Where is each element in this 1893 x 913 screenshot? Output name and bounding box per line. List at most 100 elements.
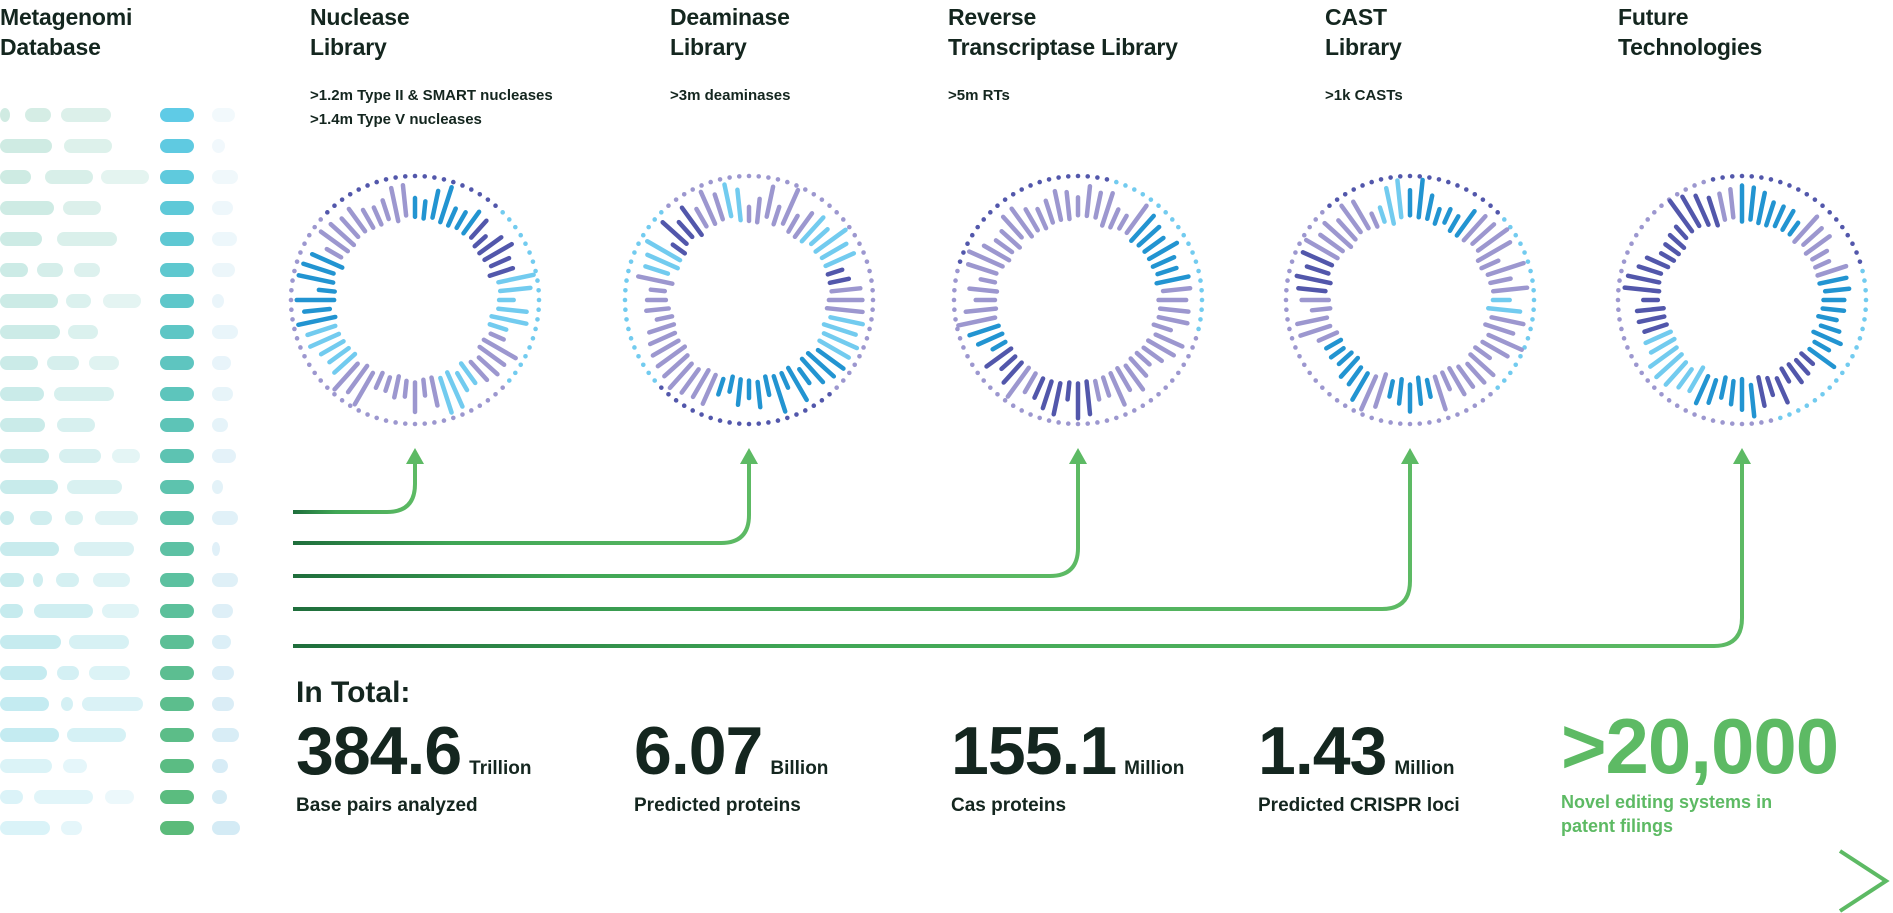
ring-dot xyxy=(1114,415,1119,421)
ring-dot xyxy=(1176,224,1181,230)
ring-dot xyxy=(1293,345,1298,350)
ring-tick xyxy=(815,347,846,371)
subtitle-line: >5m RTs xyxy=(948,87,1010,104)
ring-dot xyxy=(1297,241,1302,247)
ring-dot xyxy=(306,362,312,368)
ring-tick xyxy=(1813,258,1832,270)
ring-dot xyxy=(1472,403,1478,409)
ring-tick xyxy=(1395,178,1404,220)
sequence-segment xyxy=(74,263,100,277)
ring-dot xyxy=(1513,362,1519,368)
ring-tick xyxy=(1807,346,1837,370)
library-circle xyxy=(1283,173,1537,427)
sequence-segment xyxy=(65,511,83,525)
ring-dot xyxy=(318,217,324,222)
ring-dot xyxy=(640,232,646,238)
ring-dot xyxy=(485,398,491,403)
ring-dot xyxy=(536,307,541,313)
stat-label: Cas proteins xyxy=(951,795,1067,816)
ring-dot xyxy=(681,191,687,197)
ring-dot xyxy=(1131,187,1137,192)
ring-dot xyxy=(955,326,960,332)
stat-unit: Million xyxy=(1124,758,1185,779)
ring-dot xyxy=(374,415,379,421)
sequence-segment xyxy=(69,635,129,649)
ring-dot xyxy=(1501,217,1507,222)
ring-dot xyxy=(1768,418,1774,423)
sequence-segment xyxy=(95,511,138,525)
sequence-segment xyxy=(67,480,122,494)
sequence-segment-highlight xyxy=(160,480,194,494)
ring-dot xyxy=(1863,287,1868,293)
ring-dot xyxy=(1850,353,1855,359)
ring-tick xyxy=(1817,275,1849,286)
ring-dot xyxy=(847,224,852,230)
ring-tick xyxy=(1718,375,1728,400)
ring-dot xyxy=(1674,403,1680,409)
ring-dot xyxy=(1518,353,1523,359)
header-future-technologies: Future Technologies xyxy=(1618,2,1762,62)
ring-tick xyxy=(1822,286,1852,294)
sequence-segment xyxy=(212,759,228,773)
ring-dot xyxy=(1480,197,1486,202)
ring-tick xyxy=(990,339,1008,352)
ring-dot xyxy=(506,378,512,383)
sequence-segment xyxy=(82,697,143,711)
ring-dot xyxy=(289,307,294,313)
sequence-segment xyxy=(212,418,228,432)
sequence-segment-highlight xyxy=(160,263,194,277)
stat-label: Novel editing systems in patent filings xyxy=(1561,792,1773,836)
ring-dot xyxy=(1037,415,1042,421)
ring-dot xyxy=(1862,317,1867,322)
sequence-segment-highlight xyxy=(160,542,194,556)
ring-dot xyxy=(1436,177,1442,182)
ring-dot xyxy=(955,268,960,274)
ring-dot xyxy=(659,385,664,390)
ring-tick xyxy=(1756,375,1767,409)
ring-dot xyxy=(412,421,418,427)
sequence-segment xyxy=(33,573,43,587)
ring-dot xyxy=(953,278,958,283)
ring-dot xyxy=(1615,297,1621,303)
ring-dot xyxy=(289,287,294,293)
flow-line xyxy=(293,462,1744,648)
ring-dot xyxy=(1845,362,1851,368)
ring-tick xyxy=(468,359,490,383)
ring-dot xyxy=(1488,391,1493,397)
ring-dot xyxy=(1633,362,1639,368)
ring-dot xyxy=(953,317,958,322)
ring-dot xyxy=(292,326,297,332)
ring-dot xyxy=(666,203,671,209)
sequence-segment xyxy=(212,728,239,742)
ring-tick xyxy=(1485,260,1526,277)
ring-tick xyxy=(636,274,675,286)
sequence-segment xyxy=(93,573,130,587)
ring-tick xyxy=(308,331,342,349)
ring-tick xyxy=(1440,370,1452,392)
sequence-segment xyxy=(0,356,38,370)
ring-tick xyxy=(1642,322,1669,334)
ring-tick xyxy=(346,206,368,234)
header-cast-library: CAST Library xyxy=(1325,2,1402,62)
ring-dot xyxy=(1114,179,1119,185)
ring-dot xyxy=(294,336,300,341)
ring-tick xyxy=(383,375,393,394)
ring-dot xyxy=(1301,232,1307,238)
sequence-segment-highlight xyxy=(160,232,194,246)
ring-tick xyxy=(735,377,743,408)
ring-dot xyxy=(1531,287,1536,293)
sequence-segment-highlight xyxy=(160,325,194,339)
ring-dot xyxy=(1065,174,1071,179)
ring-dot xyxy=(1095,175,1100,180)
ring-tick xyxy=(1490,285,1530,294)
stat-unit: Million xyxy=(1394,758,1455,779)
ring-dot xyxy=(1104,177,1110,182)
stat-unit: Billion xyxy=(770,758,829,779)
ring-tick xyxy=(1000,214,1024,240)
ring-tick xyxy=(1764,200,1776,228)
ring-dot xyxy=(1692,412,1697,417)
ring-dot xyxy=(864,336,870,341)
ring-tick xyxy=(1415,375,1424,406)
ring-dot xyxy=(1666,398,1672,403)
